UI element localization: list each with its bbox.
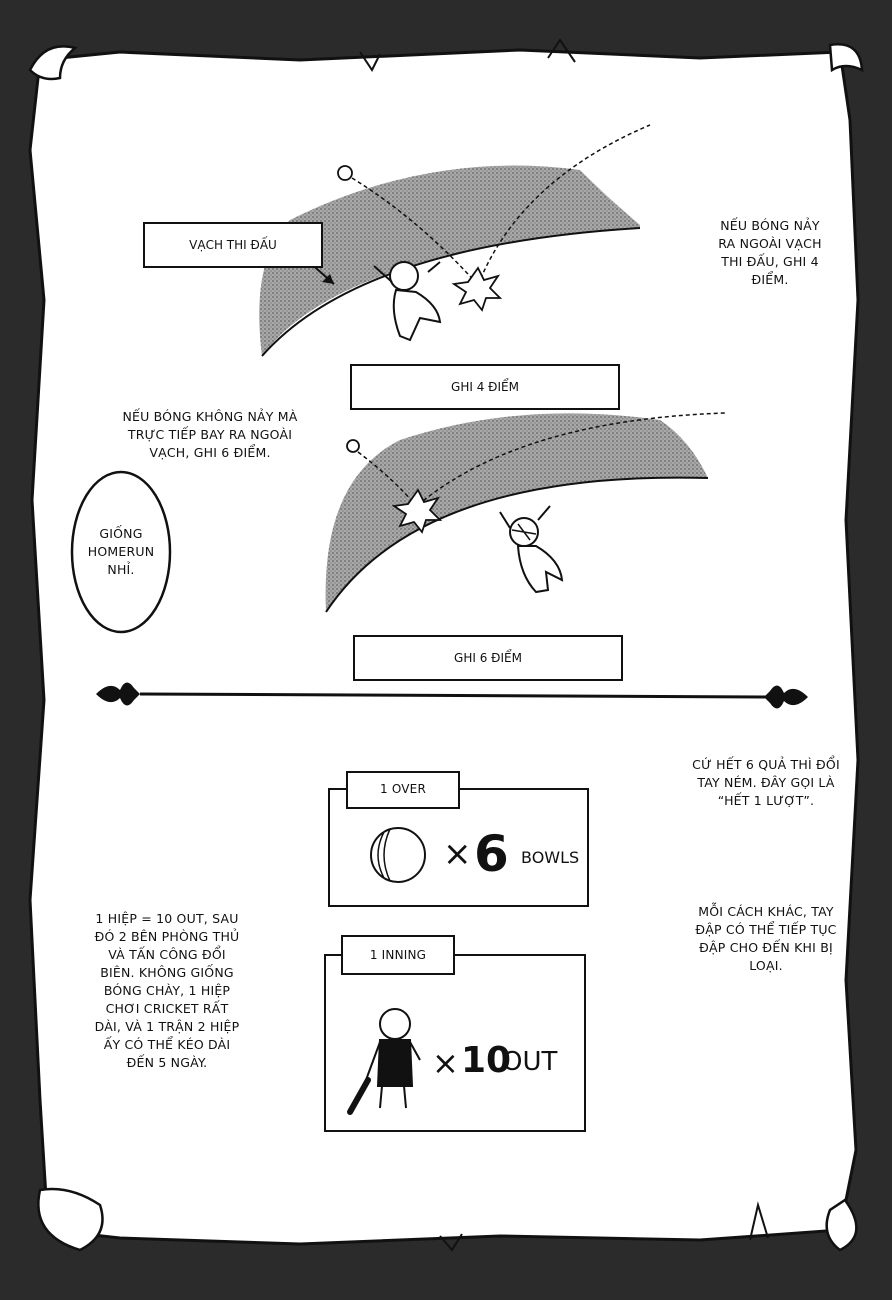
bowls-count: 6 (474, 825, 509, 883)
over-tab-label: 1 OVER (379, 782, 426, 796)
batter-icon (347, 1008, 421, 1115)
out-multiply: × (432, 1044, 459, 1082)
six-points-box: GHI 6 ĐIỂM (353, 635, 623, 681)
fielder-icon (499, 505, 564, 594)
four-rule-note: NẾU BÓNG NẢY RA NGOÀI VẠCH THI ĐẤU, GHI … (718, 218, 822, 287)
six-points-text: GHI 6 ĐIỂM (454, 651, 522, 665)
impact-burst-icon (451, 266, 503, 312)
over-rule-note: CỨ HẾT 6 QUẢ THÌ ĐỔI TAY NÉM. ĐÂY GỌI LÀ… (692, 757, 840, 808)
bowls-multiply: × (443, 834, 472, 874)
boundary-label-text: VẠCH THI ĐẤU (189, 238, 277, 252)
batter-rule-note: MỖI CÁCH KHÁC, TAY ĐẬP CÓ THỂ TIẾP TỤC Đ… (695, 904, 837, 973)
cricket-ball-icon (370, 827, 426, 883)
out-count: 10 (461, 1040, 512, 1081)
boundary-label: VẠCH THI ĐẤU (143, 222, 323, 268)
four-points-box: GHI 4 ĐIỂM (350, 364, 620, 410)
bubble-text: GIỐNG HOMERUN NHỈ. (87, 526, 155, 577)
bowls-unit: BOWLS (521, 848, 580, 867)
inning-rule-note: 1 HIỆP = 10 OUT, SAU ĐÓ 2 BÊN PHÒNG THỦ … (94, 911, 240, 1070)
out-unit: OUT (502, 1047, 558, 1077)
four-points-text: GHI 4 ĐIỂM (451, 380, 519, 394)
impact-burst-icon (391, 488, 443, 534)
six-rule-note: NẾU BÓNG KHÔNG NẢY MÀ TRỰC TIẾP BAY RA N… (122, 409, 298, 460)
ball-icon (346, 439, 360, 453)
fielder-icon (373, 261, 442, 342)
inning-tab-label: 1 INNING (369, 948, 427, 962)
ball-icon (337, 165, 353, 181)
